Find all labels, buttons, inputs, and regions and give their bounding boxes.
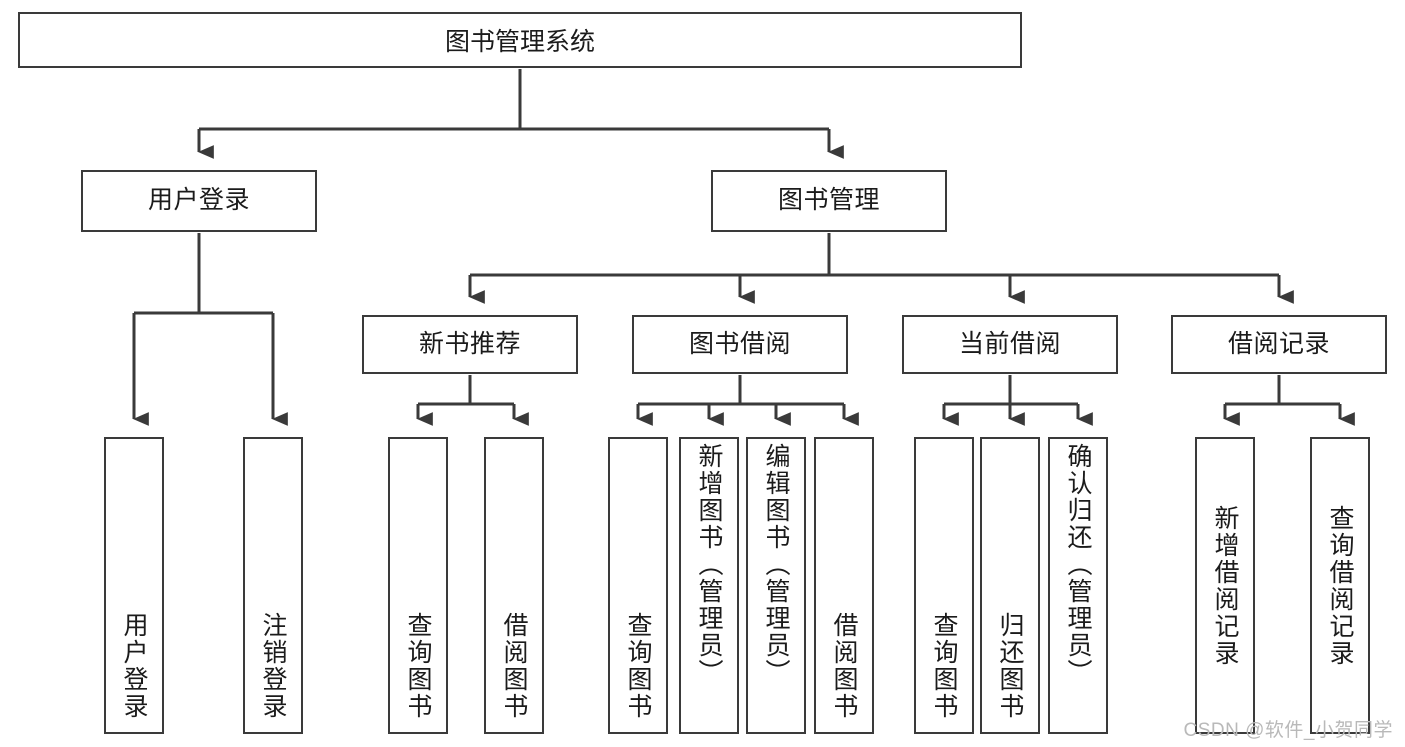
leaf-add-book[interactable]: 新增图书（管理员）	[679, 437, 739, 734]
leaf-edit-book[interactable]: 编辑图书（管理员）	[746, 437, 806, 734]
leaf-borrow-book-2[interactable]: 借阅图书	[814, 437, 874, 734]
node-book-management-label: 图书管理	[777, 186, 880, 215]
leaf-user-login-label: 用户登录	[120, 612, 148, 720]
leaf-return-book[interactable]: 归还图书	[980, 437, 1040, 734]
leaf-query-book-3-label: 查询图书	[930, 612, 958, 720]
node-user-login[interactable]: 用户登录	[81, 170, 317, 232]
leaf-query-book-1-label: 查询图书	[404, 612, 432, 720]
leaf-borrow-book-1-label: 借阅图书	[500, 612, 528, 720]
leaf-query-book-2[interactable]: 查询图书	[608, 437, 668, 734]
leaf-add-book-label: 新增图书（管理员）	[695, 443, 723, 686]
leaf-query-record[interactable]: 查询借阅记录	[1310, 437, 1370, 734]
node-book-borrow-label: 图书借阅	[688, 329, 791, 358]
node-book-management[interactable]: 图书管理	[711, 170, 947, 232]
watermark-text: CSDN @软件_小贺同学	[1183, 720, 1393, 741]
node-root-label: 图书管理系统	[444, 28, 595, 56]
leaf-logout-label: 注销登录	[259, 612, 287, 720]
node-current-borrow[interactable]: 当前借阅	[902, 315, 1118, 374]
leaf-logout[interactable]: 注销登录	[243, 437, 303, 734]
leaf-confirm-return[interactable]: 确认归还（管理员）	[1048, 437, 1108, 734]
leaf-edit-book-label: 编辑图书（管理员）	[762, 443, 790, 686]
leaf-query-record-label: 查询借阅记录	[1326, 504, 1354, 667]
leaf-add-record-label: 新增借阅记录	[1211, 504, 1239, 667]
node-user-login-label: 用户登录	[147, 186, 250, 215]
leaf-query-book-2-label: 查询图书	[624, 612, 652, 720]
node-borrow-record[interactable]: 借阅记录	[1171, 315, 1387, 374]
node-borrow-record-label: 借阅记录	[1227, 329, 1330, 358]
node-current-borrow-label: 当前借阅	[958, 329, 1061, 358]
leaf-borrow-book-2-label: 借阅图书	[830, 612, 858, 720]
node-book-borrow[interactable]: 图书借阅	[632, 315, 848, 374]
leaf-query-book-1[interactable]: 查询图书	[388, 437, 448, 734]
leaf-return-book-label: 归还图书	[996, 612, 1024, 720]
node-new-book-recommend[interactable]: 新书推荐	[362, 315, 578, 374]
node-new-book-recommend-label: 新书推荐	[418, 329, 521, 358]
leaf-query-book-3[interactable]: 查询图书	[914, 437, 974, 734]
leaf-borrow-book-1[interactable]: 借阅图书	[484, 437, 544, 734]
node-root[interactable]: 图书管理系统	[18, 12, 1022, 68]
leaf-add-record[interactable]: 新增借阅记录	[1195, 437, 1255, 734]
leaf-confirm-return-label: 确认归还（管理员）	[1064, 443, 1092, 686]
leaf-user-login[interactable]: 用户登录	[104, 437, 164, 734]
